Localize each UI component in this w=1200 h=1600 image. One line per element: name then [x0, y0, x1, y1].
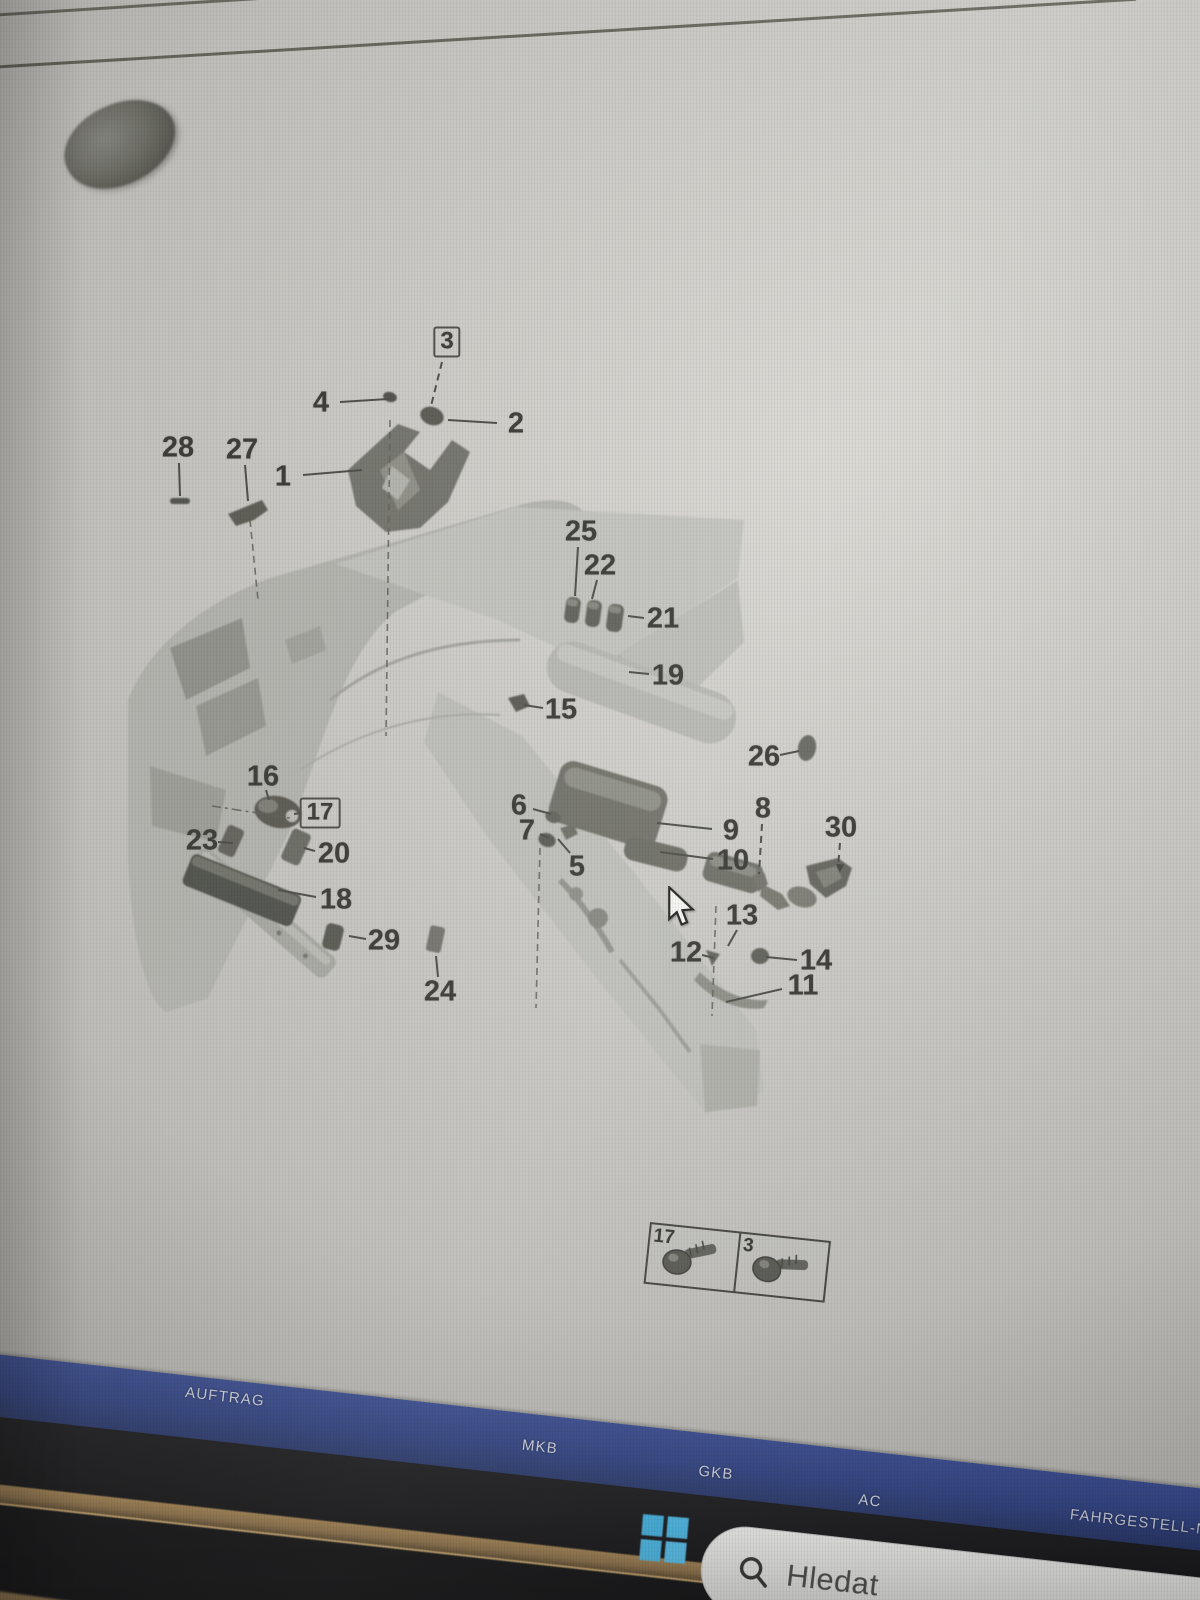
status-field-gkb: GKB: [697, 1462, 735, 1484]
windows-logo-square: [666, 1516, 689, 1540]
status-field-fahrgestell-nr: FAHRGESTELL-NR: [1069, 1506, 1200, 1540]
callout-24[interactable]: 24: [423, 975, 457, 1008]
callout-4[interactable]: 4: [312, 386, 330, 419]
callout-12[interactable]: 12: [669, 936, 703, 969]
callout-18[interactable]: 18: [319, 883, 353, 916]
callout-6[interactable]: 6: [510, 789, 528, 822]
callout-16[interactable]: 16: [246, 760, 280, 793]
callout-20[interactable]: 20: [317, 837, 351, 870]
status-field-mkb: MKB: [521, 1436, 559, 1458]
callout-26[interactable]: 26: [747, 740, 781, 773]
callout-29[interactable]: 29: [367, 924, 401, 957]
callout-5[interactable]: 5: [568, 850, 586, 883]
status-field-ac: AC: [857, 1491, 883, 1511]
callout-11[interactable]: 11: [787, 969, 819, 1002]
callout-25[interactable]: 25: [564, 515, 598, 548]
callout-3[interactable]: 3: [433, 326, 461, 358]
callout-10[interactable]: 10: [716, 844, 750, 877]
status-field-auftrag: AUFTRAG: [184, 1384, 266, 1410]
fastener-cell-17[interactable]: 17: [646, 1224, 740, 1291]
mouse-cursor: [668, 886, 696, 926]
windows-logo-square: [663, 1541, 687, 1564]
callout-15[interactable]: 15: [544, 693, 578, 726]
fastener-cell-3[interactable]: 3: [733, 1233, 829, 1301]
callout-14[interactable]: 14: [799, 944, 833, 977]
callout-22[interactable]: 22: [583, 549, 617, 582]
callout-27[interactable]: 27: [225, 433, 259, 466]
callout-19[interactable]: 19: [651, 659, 685, 692]
fastener-inset-box[interactable]: 17 3: [643, 1222, 832, 1303]
callout-8[interactable]: 8: [754, 792, 772, 825]
callout-17[interactable]: 17: [299, 797, 341, 829]
search-placeholder-text: Hledat: [784, 1557, 881, 1600]
callout-23[interactable]: 23: [185, 824, 219, 857]
callout-9[interactable]: 9: [722, 814, 740, 847]
callout-7[interactable]: 7: [518, 814, 536, 847]
callout-21[interactable]: 21: [646, 602, 680, 635]
search-icon: [739, 1557, 767, 1588]
callout-1[interactable]: 1: [274, 460, 292, 493]
callout-13[interactable]: 13: [725, 899, 759, 932]
callout-28[interactable]: 28: [161, 431, 195, 464]
windows-logo-square: [639, 1538, 662, 1562]
taskbar-search[interactable]: Hledat: [696, 1522, 1200, 1600]
windows-logo-square: [641, 1514, 665, 1537]
callout-2[interactable]: 2: [507, 407, 525, 440]
callout-30[interactable]: 30: [824, 811, 858, 844]
windows-start-button[interactable]: [639, 1514, 689, 1564]
